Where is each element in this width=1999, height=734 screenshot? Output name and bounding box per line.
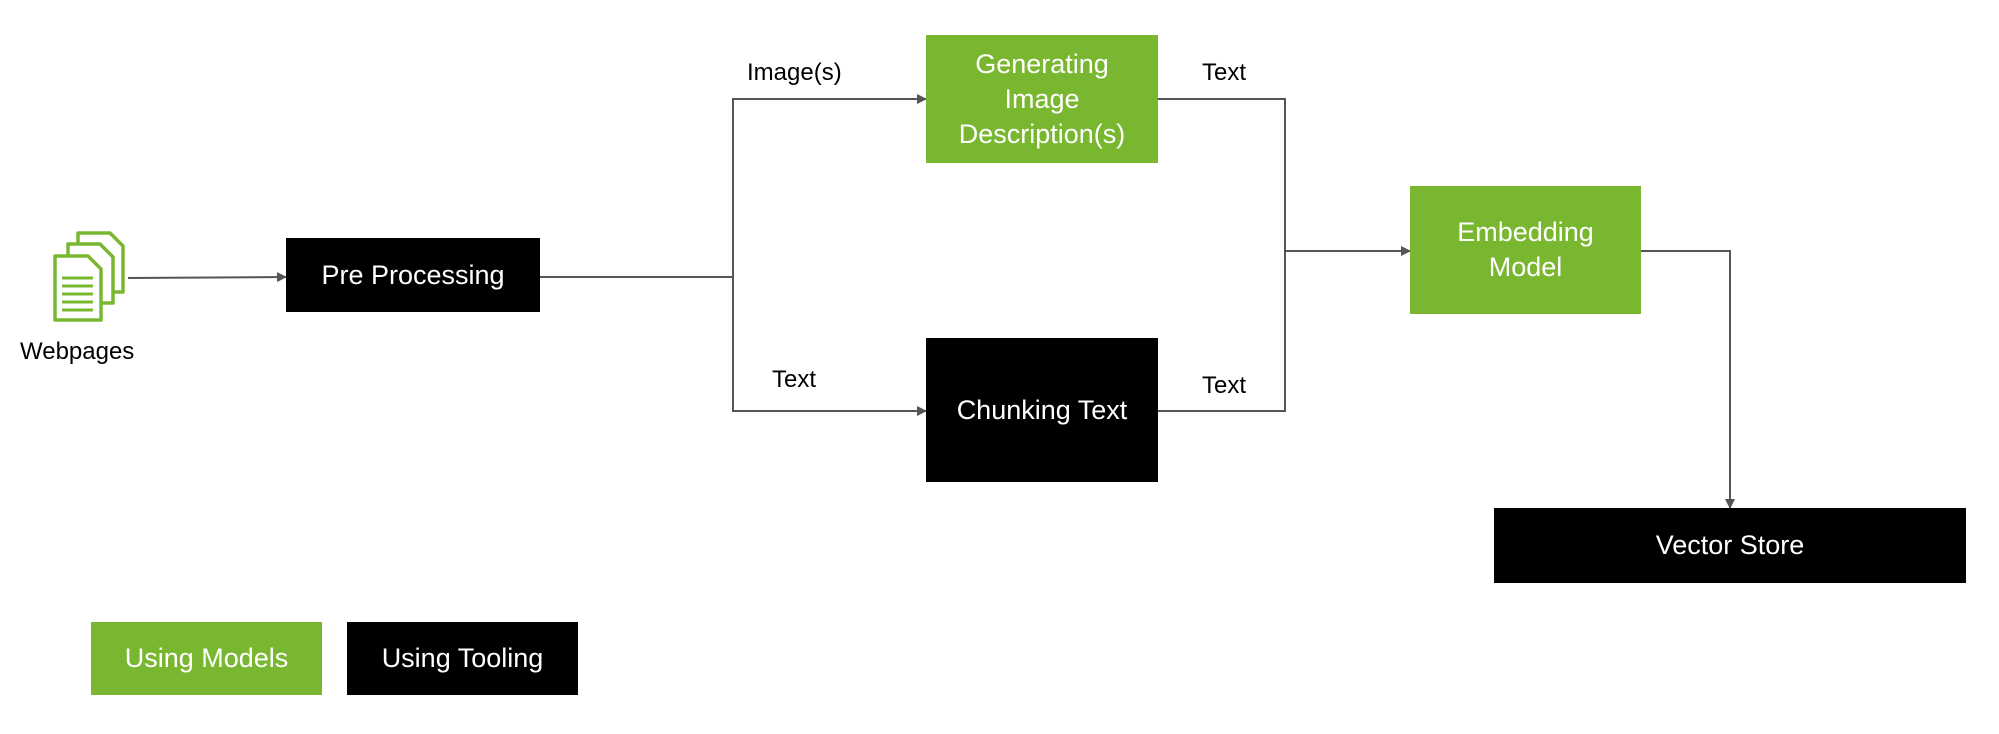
edge-label-text-to-chunking: Text xyxy=(772,366,817,393)
pre-processing-node: Pre Processing xyxy=(286,238,540,312)
edge-webpages-to-preprocessing xyxy=(127,272,287,283)
legend-tooling-label: Using Tooling xyxy=(381,643,544,673)
legend-tooling: Using Tooling xyxy=(347,622,578,695)
vector-store-label: Vector Store xyxy=(1655,530,1805,560)
legend-models-label: Using Models xyxy=(124,643,289,673)
edge-label-text-from-chunking: Text xyxy=(1202,372,1247,399)
edge-image-description-out xyxy=(1158,98,1286,412)
chunking-text-label: Chunking Text xyxy=(956,394,1128,425)
chunking-text-node: Chunking Text xyxy=(926,338,1158,482)
edge-to-chunking xyxy=(732,277,927,416)
edge-label-images: Image(s) xyxy=(747,59,842,86)
embedding-model-node: Embedding Model xyxy=(1410,186,1641,314)
pre-processing-label: Pre Processing xyxy=(321,259,505,290)
legend-models: Using Models xyxy=(91,622,322,695)
vector-store-node: Vector Store xyxy=(1494,508,1966,583)
edge-label-text-from-image-description: Text xyxy=(1202,59,1247,86)
documents-icon xyxy=(50,230,130,326)
embedding-model-label: Embedding Model xyxy=(1457,217,1594,282)
generating-image-description-node: Generating Image Description(s) xyxy=(926,35,1158,163)
generating-image-description-label: Generating Image Description(s) xyxy=(958,48,1126,149)
source-label: Webpages xyxy=(20,338,135,365)
edge-to-image-description xyxy=(732,94,927,277)
edge-embedding-to-vector-store xyxy=(1641,250,1735,509)
